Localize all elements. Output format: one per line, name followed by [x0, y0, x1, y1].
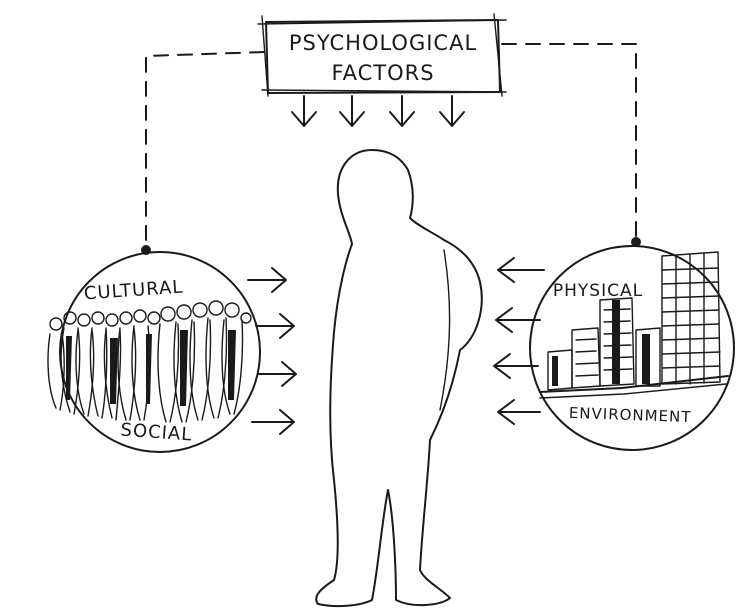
cultural-label: CULTURAL	[83, 277, 184, 305]
city-buildings-illustration	[539, 251, 729, 399]
person-arm-line	[439, 249, 451, 411]
right-arrow	[247, 267, 287, 293]
down-arrow	[291, 95, 317, 127]
left-arrow	[497, 399, 541, 425]
down-arrow	[339, 95, 365, 127]
left-arrow	[493, 353, 539, 379]
physical-arrows	[493, 257, 545, 425]
physical-label: PHYSICAL	[553, 281, 643, 301]
right-arrow	[257, 361, 297, 387]
person-silhouette	[315, 149, 483, 608]
cultural-social-circle: CULTURAL	[47, 251, 261, 453]
dashed-connector-right	[501, 43, 641, 247]
psychological-factors-box: PSYCHOLOGICAL FACTORS	[257, 13, 507, 97]
physical-environment-circle: PHYSICAL	[529, 245, 735, 451]
left-arrow	[497, 257, 545, 283]
environment-label: ENVIRONMENT	[569, 404, 692, 426]
right-arrow	[251, 409, 295, 435]
down-arrow	[389, 95, 415, 127]
psychological-down-arrows	[291, 95, 465, 127]
right-arrow	[255, 313, 295, 339]
crowd-illustration	[47, 300, 252, 423]
social-label: SOCIAL	[120, 420, 193, 446]
left-arrow	[495, 307, 541, 333]
cultural-arrows	[247, 267, 297, 435]
psychological-label-line1: PSYCHOLOGICAL	[289, 31, 477, 55]
down-arrow	[439, 95, 465, 127]
psychological-label-line2: FACTORS	[331, 61, 434, 85]
dashed-connector-left	[141, 51, 265, 255]
